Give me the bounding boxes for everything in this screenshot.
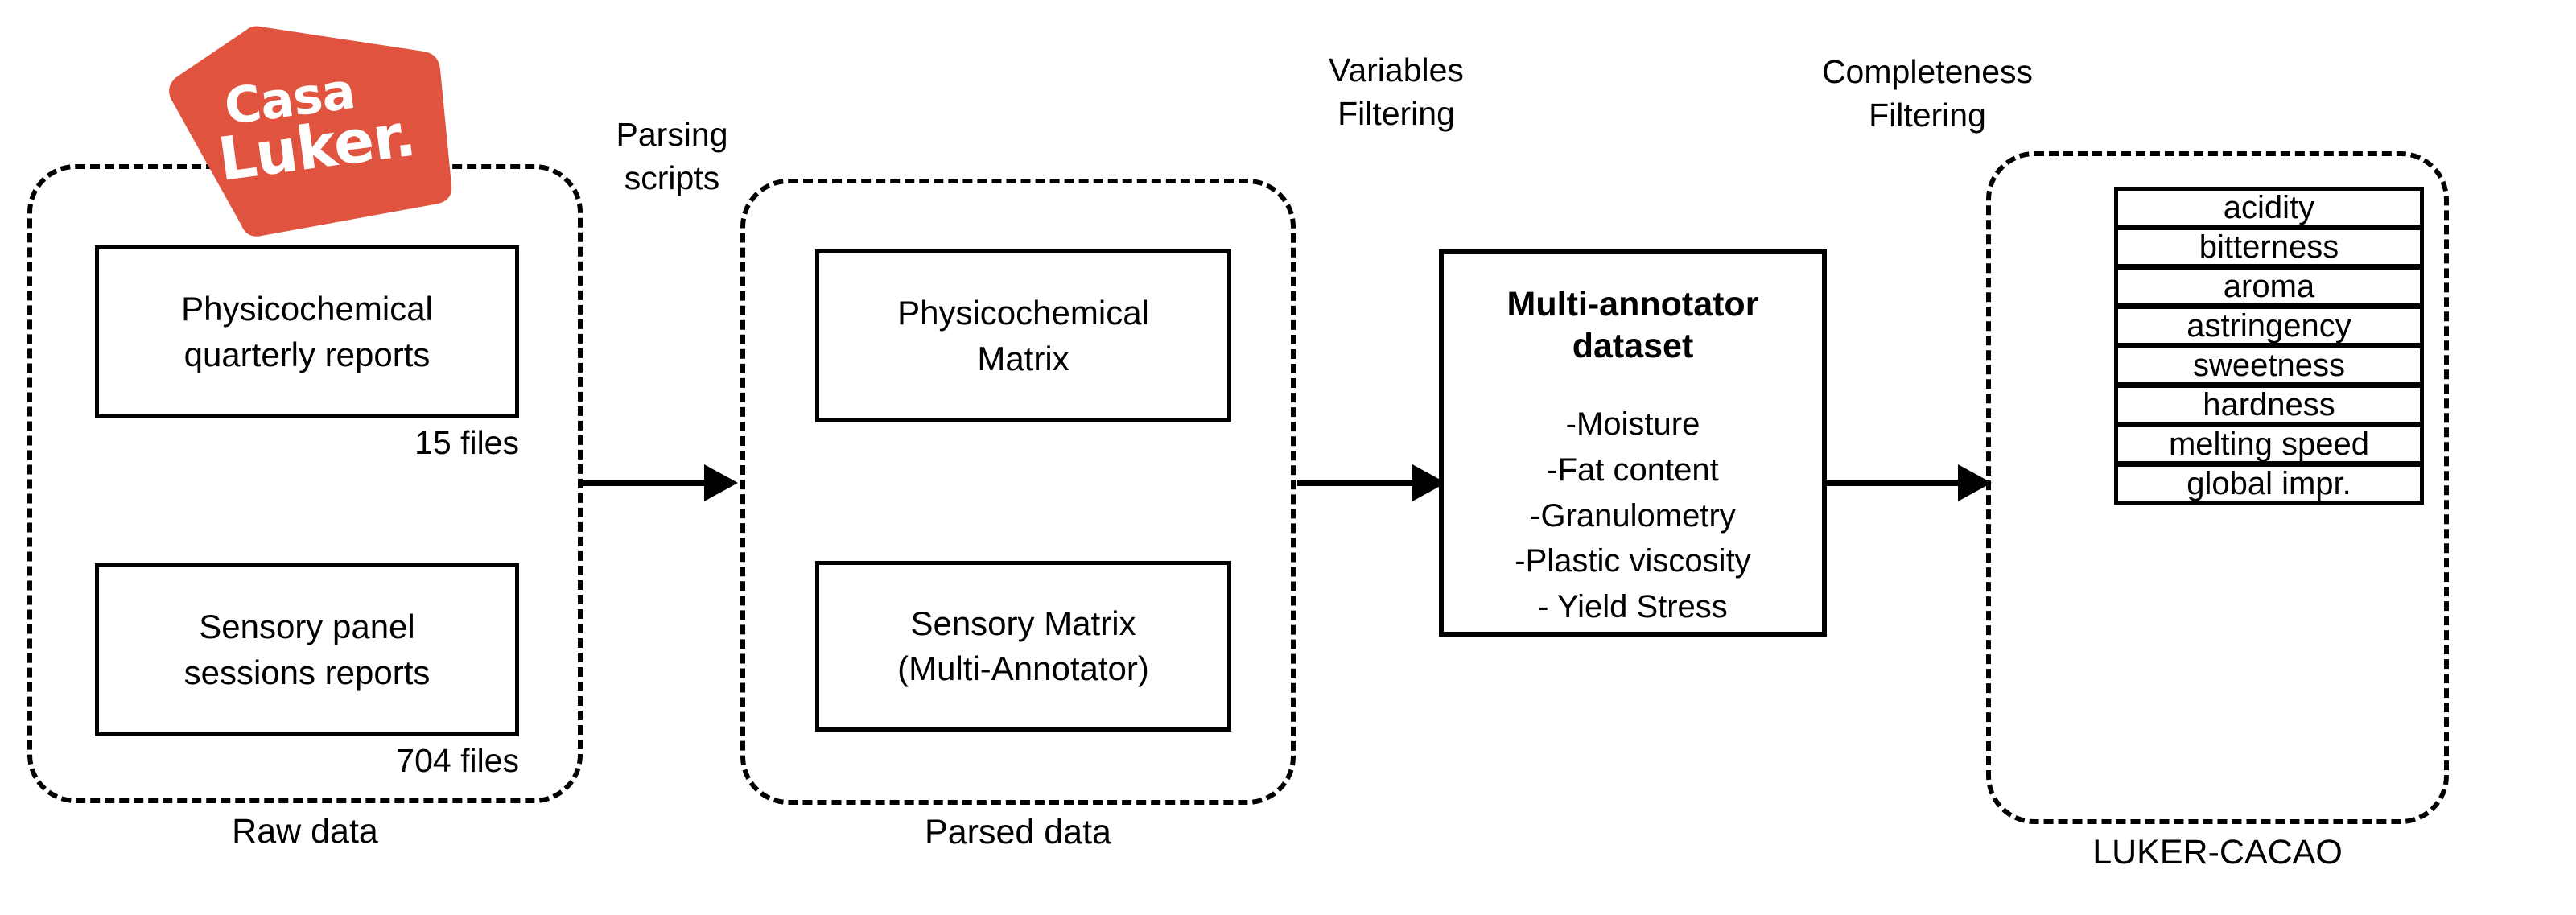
process-label-line-2: Filtering bbox=[1869, 97, 1986, 134]
node-line-1: Sensory panel bbox=[199, 608, 415, 646]
dataset-variable-item: -Moisture bbox=[1565, 406, 1700, 442]
arrow-shaft bbox=[1827, 480, 1962, 486]
node-line-1: Sensory Matrix bbox=[910, 604, 1136, 642]
attribute-chip-melting-speed: melting speed bbox=[2114, 423, 2424, 465]
process-label-line-2: Filtering bbox=[1337, 95, 1455, 133]
arrow-variables-filtering bbox=[1297, 464, 1446, 501]
attribute-chip-global-impr: global impr. bbox=[2114, 463, 2424, 505]
group-caption-parsed-data: Parsed data bbox=[925, 813, 1111, 851]
arrow-head bbox=[704, 464, 738, 501]
attribute-chip-astringency: astringency bbox=[2114, 305, 2424, 347]
process-label-line-2: scripts bbox=[624, 159, 720, 197]
attribute-chip-aroma: aroma bbox=[2114, 266, 2424, 307]
node-line-2: quarterly reports bbox=[183, 335, 431, 373]
casa-luker-logo: Casa Luker. bbox=[165, 10, 456, 239]
dataset-variable-item: -Plastic viscosity bbox=[1515, 543, 1751, 579]
node-line-2: (Multi-Annotator) bbox=[897, 649, 1149, 687]
dataset-variable-item: - Yield Stress bbox=[1538, 589, 1728, 625]
arrow-completeness-filtering bbox=[1827, 464, 1992, 501]
node-physicochemical-quarterly-reports: Physicochemical quarterly reports bbox=[95, 245, 519, 418]
process-label-parsing-scripts: Parsing scripts bbox=[563, 113, 781, 200]
process-label-line-1: Parsing bbox=[616, 116, 728, 153]
attribute-chip-acidity: acidity bbox=[2114, 187, 2424, 229]
dataset-variable-item: -Fat content bbox=[1547, 451, 1719, 488]
file-count-physicochemical: 15 files bbox=[414, 424, 519, 461]
process-label-completeness-filtering: Completeness Filtering bbox=[1795, 50, 2060, 137]
process-label-variables-filtering: Variables Filtering bbox=[1280, 48, 1513, 135]
dataset-variable-item: -Granulometry bbox=[1530, 497, 1736, 534]
node-line-1: Physicochemical bbox=[181, 290, 433, 328]
arrow-shaft bbox=[1297, 480, 1418, 486]
node-multi-annotator-dataset: Multi-annotator dataset -Moisture -Fat c… bbox=[1439, 249, 1827, 637]
node-sensory-matrix: Sensory Matrix (Multi-Annotator) bbox=[815, 561, 1231, 732]
dataset-title-line-2: dataset bbox=[1572, 327, 1694, 366]
dataset-variable-list: -Moisture -Fat content -Granulometry -Pl… bbox=[1515, 402, 1750, 630]
node-line-1: Physicochemical bbox=[897, 294, 1149, 332]
dataset-title: Multi-annotator dataset bbox=[1507, 283, 1759, 368]
file-count-sensory: 704 files bbox=[396, 742, 519, 779]
process-label-line-1: Variables bbox=[1329, 52, 1464, 89]
node-sensory-panel-sessions-reports: Sensory panel sessions reports bbox=[95, 563, 519, 736]
group-parsed-data bbox=[740, 179, 1296, 805]
arrow-shaft bbox=[582, 480, 709, 486]
arrow-parsing-scripts bbox=[582, 464, 738, 501]
group-luker-cacao bbox=[1986, 151, 2449, 824]
attribute-chip-hardness: hardness bbox=[2114, 384, 2424, 426]
node-line-2: sessions reports bbox=[183, 653, 431, 691]
process-label-line-1: Completeness bbox=[1821, 53, 2034, 90]
group-caption-luker-cacao: LUKER-CACAO bbox=[2092, 833, 2343, 872]
attribute-chip-bitterness: bitterness bbox=[2114, 226, 2424, 268]
node-physicochemical-matrix: Physicochemical Matrix bbox=[815, 249, 1231, 422]
attribute-chip-sweetness: sweetness bbox=[2114, 344, 2424, 386]
dataset-title-line-1: Multi-annotator bbox=[1506, 285, 1759, 324]
node-line-2: Matrix bbox=[977, 339, 1070, 377]
group-caption-raw-data: Raw data bbox=[232, 812, 378, 851]
